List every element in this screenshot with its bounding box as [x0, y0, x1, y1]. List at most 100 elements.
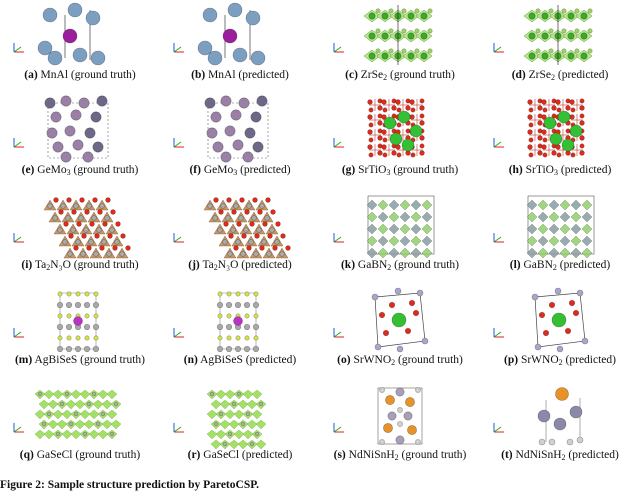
atom-sphere: [537, 135, 543, 141]
atom-sphere: [91, 215, 97, 221]
atom-sphere: [235, 239, 241, 245]
atom-sphere: [528, 52, 536, 60]
atom-sphere: [253, 313, 259, 319]
atom-sphere: [46, 127, 58, 139]
polyhedron: [399, 211, 411, 223]
atom-sphere: [382, 107, 388, 113]
atom-sphere: [91, 391, 97, 397]
panel-label: (o): [337, 354, 351, 366]
atom-sphere: [213, 421, 219, 427]
polyhedron: [399, 223, 411, 235]
panel-label: (a): [24, 69, 38, 81]
subfigure-caption: (m) AgBiSeS (ground truth): [0, 353, 160, 367]
atom-sphere: [59, 401, 65, 407]
atom-sphere: [414, 28, 420, 34]
prediction-mode: (predicted): [238, 69, 289, 81]
atom-sphere: [579, 143, 585, 149]
atom-sphere: [47, 203, 53, 209]
subfigure-caption: (r) GaSeCl (predicted): [160, 448, 320, 462]
axis-triad-icon: [173, 43, 184, 53]
atom-sphere: [56, 323, 64, 331]
atom-sphere: [99, 245, 105, 251]
sr-atom: [383, 116, 397, 130]
atom-sphere: [383, 423, 393, 433]
atom-sphere: [537, 409, 551, 423]
atom-sphere: [561, 8, 567, 14]
atom-sphere: [244, 335, 250, 341]
polyhedron: [70, 389, 82, 400]
atom-sphere: [66, 197, 72, 203]
atom-sphere: [101, 239, 107, 245]
subfigure-caption: (a) MnAl (ground truth): [0, 68, 160, 82]
subfigure-panel: (s) NdNiSnH2 (ground truth): [320, 380, 480, 466]
atom-sphere: [394, 287, 402, 295]
atom-sphere: [564, 327, 572, 335]
atom-sphere: [243, 227, 249, 233]
atom-sphere: [70, 109, 82, 121]
formula-subscript: 3: [66, 168, 71, 177]
atom-sphere: [567, 32, 575, 40]
atom-sphere: [542, 137, 548, 143]
subfigure-caption: (t) NdNiSnH2 (predicted): [480, 448, 640, 462]
subfigure-panel: (g) SrTiO3 (ground truth): [320, 95, 480, 181]
atom-sphere: [367, 99, 373, 105]
atom-sphere: [419, 105, 425, 111]
polyhedron: [237, 399, 249, 410]
atom-sphere: [73, 411, 79, 417]
axis-triad-icon: [333, 43, 344, 53]
atom-sphere: [580, 52, 588, 60]
atom-sphere: [58, 209, 64, 215]
atom-sphere: [109, 227, 115, 233]
atom-sphere: [244, 291, 250, 297]
formula: GaBN: [523, 259, 553, 271]
formula: AgBiSeS: [200, 354, 243, 366]
atom-sphere: [231, 209, 237, 215]
atom-sphere: [63, 221, 69, 227]
atom-sphere: [46, 411, 52, 417]
subfigure-panel: (a) MnAl (ground truth): [0, 0, 160, 86]
atom-sphere: [381, 32, 389, 40]
atom-sphere: [279, 251, 285, 257]
polyhedron: [110, 419, 122, 430]
atom-sphere: [88, 239, 94, 245]
polyhedron: [548, 211, 560, 223]
polyhedron: [421, 235, 433, 247]
polyhedron: [228, 439, 240, 450]
atom-sphere: [419, 98, 425, 104]
axis-triad-icon: [493, 423, 504, 433]
polyhedron: [237, 439, 249, 450]
atom-sphere: [375, 28, 381, 34]
atom-sphere: [381, 99, 387, 105]
atom-sphere: [266, 251, 272, 257]
subfigure-panel: (t) NdNiSnH2 (predicted): [480, 380, 640, 466]
atom-sphere: [233, 245, 239, 251]
atom-sphere: [555, 144, 561, 150]
atom-sphere: [407, 52, 415, 60]
atom-sphere: [541, 12, 549, 20]
atom-sphere: [420, 32, 428, 40]
atom-sphere: [419, 135, 425, 141]
sr-atom: [561, 138, 575, 152]
formula: Ta: [34, 259, 47, 271]
polyhedron: [410, 211, 422, 223]
atom-sphere: [244, 127, 256, 139]
subfigure-caption: (j) Ta2N₃O (predicted): [160, 258, 320, 272]
axis-triad-icon: [333, 328, 344, 338]
atom-sphere: [415, 387, 421, 393]
axis-triad-icon: [173, 423, 184, 433]
atom-sphere: [99, 203, 105, 209]
atom-sphere: [220, 95, 232, 107]
panel-label: (m): [14, 354, 33, 366]
prediction-mode: (predicted): [245, 354, 297, 366]
atom-sphere: [109, 431, 115, 437]
atom-sphere: [579, 113, 585, 119]
formula-subscript: 2: [558, 358, 563, 367]
polyhedron: [559, 247, 571, 259]
formula: MnAl: [40, 69, 69, 81]
polyhedron: [388, 223, 400, 235]
atom-sphere: [83, 345, 91, 353]
atom-sphere: [94, 233, 100, 239]
atom-sphere: [217, 227, 223, 233]
mn-atom: [62, 28, 78, 44]
atom-sphere: [226, 291, 232, 297]
